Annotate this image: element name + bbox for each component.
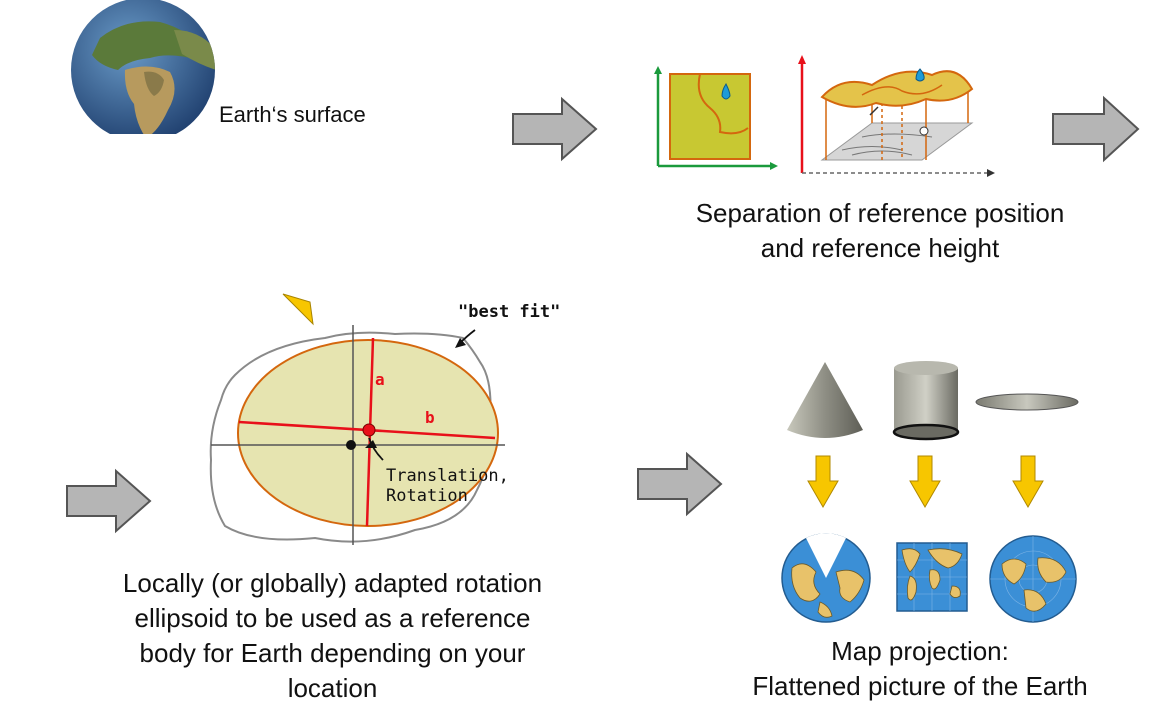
cylindrical-map-icon — [896, 542, 968, 612]
caption-line: location — [287, 673, 378, 703]
cone-icon — [787, 362, 863, 438]
terrain-3d-icon — [798, 55, 995, 177]
arrow-down-icon — [1012, 455, 1044, 509]
transform-label: Translation, Rotation — [386, 466, 509, 506]
ellipsoid-diagram — [209, 293, 505, 545]
separation-caption: Separation of reference position and ref… — [655, 196, 1105, 266]
arrow-right-icon — [1052, 95, 1140, 163]
azimuthal-map-icon — [989, 535, 1077, 623]
ellipsoid-caption: Locally (or globally) adapted rotation e… — [70, 566, 595, 706]
axis-a-label: a — [375, 370, 385, 389]
best-fit-label: "best fit" — [458, 302, 561, 322]
transform-line: Rotation — [386, 486, 468, 506]
projection-caption: Map projection: Flattened picture of the… — [700, 634, 1140, 704]
arrow-right-icon — [512, 96, 598, 162]
earth-surface-caption: Earth‘s surface — [219, 102, 366, 127]
axis-b-label: b — [425, 408, 435, 427]
earth-globe-icon — [70, 0, 216, 144]
map-2d-icon — [654, 66, 778, 170]
plane-icon — [975, 393, 1079, 411]
caption-line: Map projection: — [831, 636, 1009, 666]
yellow-pointer-icon — [282, 293, 314, 326]
caption-line: Locally (or globally) adapted rotation — [122, 568, 543, 598]
arrow-right-icon — [637, 451, 723, 517]
caption-line: body for Earth depending on your — [139, 638, 526, 668]
caption-line: Separation of reference position — [695, 198, 1065, 228]
arrow-right-icon — [66, 468, 152, 534]
arrow-down-icon — [807, 455, 839, 509]
transform-line: Translation, — [386, 466, 509, 486]
cylinder-icon — [892, 361, 960, 441]
caption-line: Flattened picture of the Earth — [752, 671, 1088, 701]
conic-map-icon — [781, 533, 871, 623]
caption-line: ellipsoid to be used as a reference — [134, 603, 531, 633]
caption-line: and reference height — [760, 233, 1000, 263]
arrow-down-icon — [909, 455, 941, 509]
